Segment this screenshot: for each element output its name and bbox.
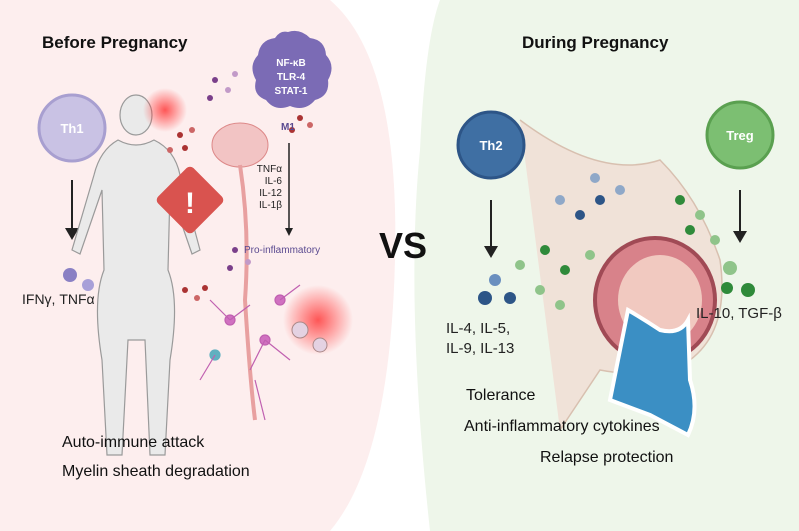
effect-autoimmune: Auto-immune attack <box>62 434 205 451</box>
m1-label: M1 <box>281 122 295 133</box>
anti-inflammatory-cytokine-dots <box>478 173 755 310</box>
pro-inflammatory-label: Pro-inflammatory <box>244 245 320 256</box>
cytokine-il6: IL-6 <box>265 176 283 187</box>
neurons-icon <box>199 284 301 421</box>
th1-cytokines: IFNγ, TNFα <box>22 291 95 307</box>
marker-tlr4: TLR-4 <box>277 72 306 83</box>
cytokine-tnfa: TNFα <box>257 164 282 175</box>
treg-cytokines: IL-10, TGF-β <box>696 305 782 322</box>
warning-icon <box>156 166 224 234</box>
treg-label: Treg <box>726 128 754 143</box>
cytokine-il1b: IL-1β <box>259 200 282 211</box>
th2-label: Th2 <box>479 138 502 153</box>
th2-cytokines-line2: IL-9, IL-13 <box>446 340 514 357</box>
effect-relapse-protection: Relapse protection <box>540 449 673 466</box>
brain-spine-icon <box>211 122 269 421</box>
cytokine-dots <box>167 71 313 301</box>
svg-text:!: ! <box>185 187 195 220</box>
during-title: During Pregnancy <box>522 33 669 52</box>
th2-cytokines-line1: IL-4, IL-5, <box>446 320 510 337</box>
th1-label: Th1 <box>60 121 83 136</box>
effect-anti-inflammatory: Anti-inflammatory cytokines <box>464 418 660 435</box>
cytokine-il12: IL-12 <box>259 188 282 199</box>
before-title: Before Pregnancy <box>42 33 188 52</box>
effect-tolerance: Tolerance <box>466 387 535 404</box>
shield-icon <box>607 306 697 438</box>
treg-cell-icon <box>705 100 775 170</box>
marker-nfkb: NF-κB <box>276 58 305 69</box>
marker-stat1: STAT-1 <box>275 86 308 97</box>
th1-cell-icon <box>37 93 107 163</box>
macrophage-icon <box>252 30 332 108</box>
before-panel <box>0 0 396 531</box>
vs-label: VS <box>379 225 427 266</box>
effect-myelin: Myelin sheath degradation <box>62 463 250 480</box>
th2-cell-icon <box>456 110 526 180</box>
